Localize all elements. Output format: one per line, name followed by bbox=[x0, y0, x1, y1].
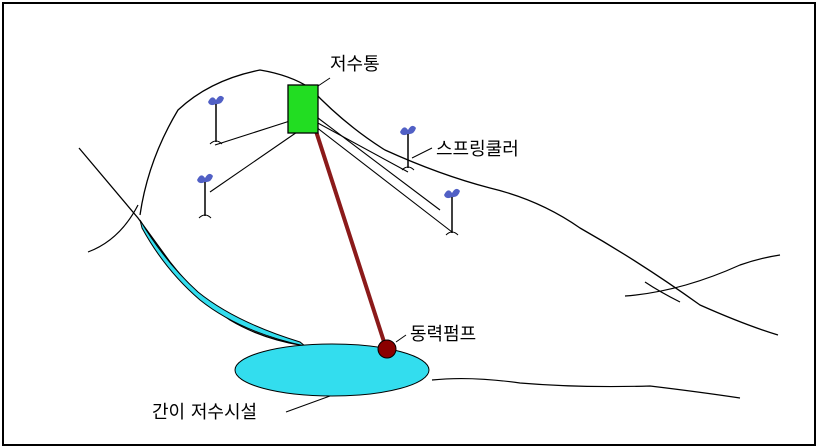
slope-line-left bbox=[87, 204, 139, 253]
sprinkler-icon bbox=[444, 188, 460, 236]
hill-outline bbox=[78, 69, 779, 346]
slope-line-right bbox=[624, 254, 781, 303]
pump-icon bbox=[377, 339, 397, 359]
sprinkler-label: 스프링쿨러 bbox=[436, 139, 519, 160]
pipe-main bbox=[312, 124, 388, 349]
ground-line bbox=[431, 377, 741, 399]
sprinkler-icon bbox=[197, 173, 213, 219]
reservoir-label-leader bbox=[285, 395, 331, 413]
pump-label-leader bbox=[395, 334, 407, 343]
stream bbox=[139, 219, 306, 347]
reservoir-label: 간이 저수시설 bbox=[152, 402, 257, 423]
pump-label: 동력펌프 bbox=[410, 324, 476, 345]
water-tank-icon bbox=[287, 84, 319, 134]
sprinkler-icon bbox=[400, 125, 416, 171]
sprinkler-icon bbox=[208, 95, 224, 145]
sprinkler-label-leader bbox=[411, 147, 433, 159]
distribution-lines bbox=[209, 117, 453, 233]
tank-label-leader bbox=[317, 77, 331, 87]
tank-label: 저수통 bbox=[330, 54, 380, 75]
reservoir bbox=[234, 343, 430, 397]
